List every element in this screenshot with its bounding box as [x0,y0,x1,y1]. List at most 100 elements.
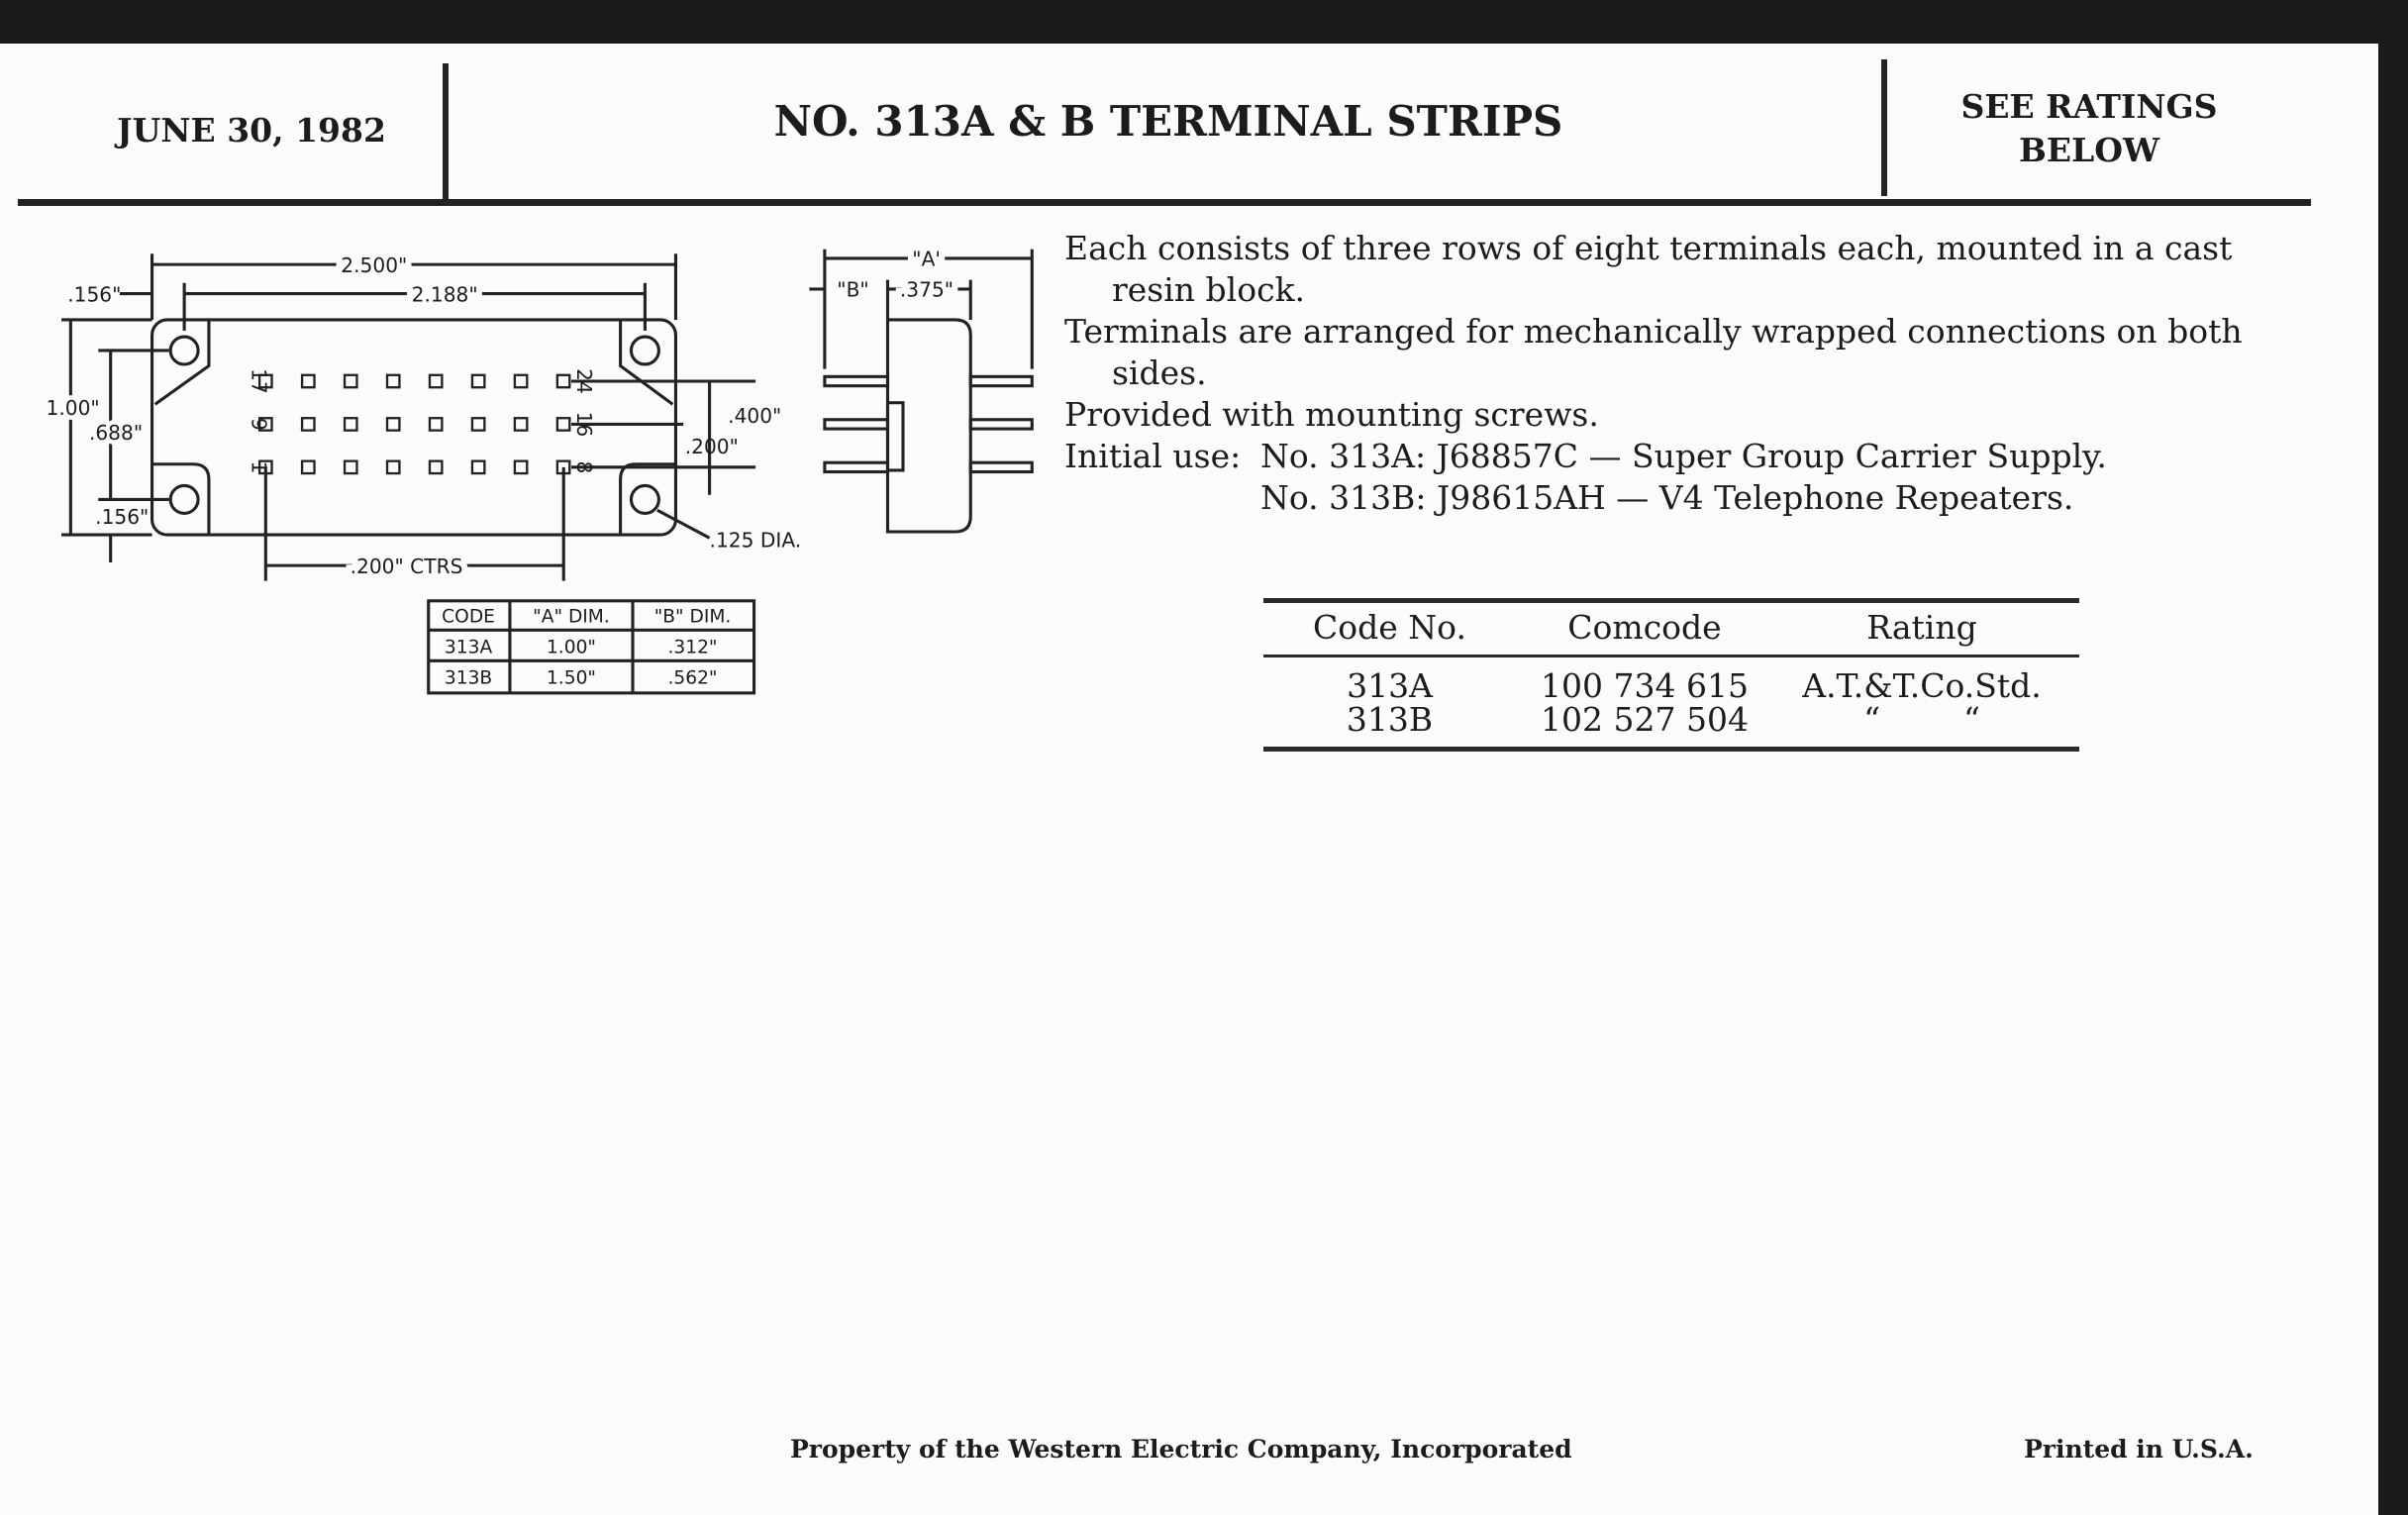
dim-table-cell: 1.00" [547,638,596,658]
table-header-row: Code No. Comcode Rating [1263,611,2079,645]
dim-label: "A' [912,248,941,271]
terminal [513,373,529,389]
dim-label: .156" [67,282,121,306]
terminal [300,417,316,432]
dim-label: .156" [95,505,149,529]
side-pins [823,374,1034,474]
terminal-number: 16 [572,412,596,438]
table-rule [1263,655,2079,657]
description-line: Terminals are arranged for mechanically … [1064,312,2243,351]
property-notice: Property of the Western Electric Company… [790,1435,1572,1464]
column-header: Code No. [1313,608,1466,647]
dim-label: 2.500" [341,253,407,277]
column-header: Rating [1866,608,1977,647]
printed-notice: Printed in U.S.A. [2024,1435,2254,1464]
terminal [428,459,444,475]
dim-label: "B" [837,278,868,302]
description-line: Each consists of three rows of eight ter… [1064,229,2233,267]
initial-use-b: No. 313B: J98615AH — V4 Telephone Repeat… [1260,478,2074,517]
terminal [428,417,444,432]
terminal [428,373,444,389]
dimension-table-grid [427,599,756,695]
table-rule [1263,747,2079,752]
block-outline [150,318,677,537]
terminal-number: 1 [247,460,270,473]
mounting-hole [168,483,200,515]
mounting-ear-outline [151,319,676,536]
comcode-cell: 100 734 615 [1541,666,1749,705]
page-title: NO. 313A & B TERMINAL STRIPS [773,97,1563,146]
document-page [0,44,2378,1515]
header-divider [443,63,449,200]
dim-table-cell: .312" [668,638,718,658]
terminal [300,373,316,389]
ratings-table: Code No. Comcode Rating 313A 100 734 615… [1263,598,2079,752]
dim-label: .400" [728,404,781,428]
terminal [257,417,273,432]
dim-label: .375" [900,278,953,302]
dim-table-cell: .562" [668,668,718,689]
terminal [555,373,571,389]
terminal [470,459,486,475]
side-block-outline [885,318,972,534]
dim-label: 2.188" [412,282,478,306]
dim-table-header: "B" DIM. [654,607,732,628]
description-line: Provided with mounting screws. [1064,395,1599,434]
dim-label: .200" [685,435,739,458]
code-cell: 313A [1347,666,1433,705]
code-cell: 313B [1346,700,1434,739]
terminal [343,417,358,432]
description-line: sides. [1112,354,1207,392]
rating-cell: “ “ [1863,700,1980,739]
terminal [343,459,358,475]
terminal-number: 24 [572,368,596,394]
dim-table-header: "A" DIM. [533,607,610,628]
table-row: 313A 100 734 615 A.T.&T.Co.Std. [1263,669,2079,703]
terminal-number: 8 [572,460,596,473]
terminal [385,417,401,432]
initial-use-label: Initial use: [1064,437,1242,475]
ratings-note: SEE RATINGS BELOW [1891,85,2287,172]
table-row: 313B 102 527 504 “ “ [1263,703,2079,737]
mounting-hole [629,483,660,515]
ratings-note-line: SEE RATINGS [1960,87,2218,126]
dim-table-cell: 313A [445,638,493,658]
dim-table-cell: 1.50" [547,668,596,689]
initial-use-a: No. 313A: J68857C — Super Group Carrier … [1260,437,2107,475]
dim-label: .688" [89,421,143,445]
dim-table-cell: 313B [445,668,492,689]
description-line: resin block. [1112,270,1306,309]
dimension-lines [263,379,756,581]
issue-date: JUNE 30, 1982 [117,111,386,150]
terminal [470,373,486,389]
mounting-hole [168,335,200,366]
comcode-cell: 102 527 504 [1541,700,1749,739]
dim-label: .125 DIA. [710,529,802,553]
dim-label: .200" CTRS [351,555,463,578]
mounting-hole [629,335,660,366]
table-rule [1263,598,2079,603]
terminal [257,373,273,389]
terminal-number: 9 [247,418,270,431]
column-header: Comcode [1567,608,1722,647]
dim-table-header: CODE [442,607,495,628]
terminal [385,459,401,475]
terminal [385,373,401,389]
description: Each consists of three rows of eight ter… [1064,228,2243,519]
ratings-note-line: BELOW [2018,131,2160,169]
terminal [513,459,529,475]
dimension-lines [809,249,1034,369]
terminal [300,459,316,475]
terminal [470,417,486,432]
terminal [343,373,358,389]
terminal [513,417,529,432]
dim-label: 1.00" [47,396,100,420]
dimension-lines [61,318,169,563]
header-rule [18,199,2311,206]
terminal-number: 17 [247,368,270,394]
terminal [555,417,571,432]
header-divider [1881,59,1887,196]
dimension-lines [119,253,677,331]
rating-cell: A.T.&T.Co.Std. [1802,666,2042,705]
